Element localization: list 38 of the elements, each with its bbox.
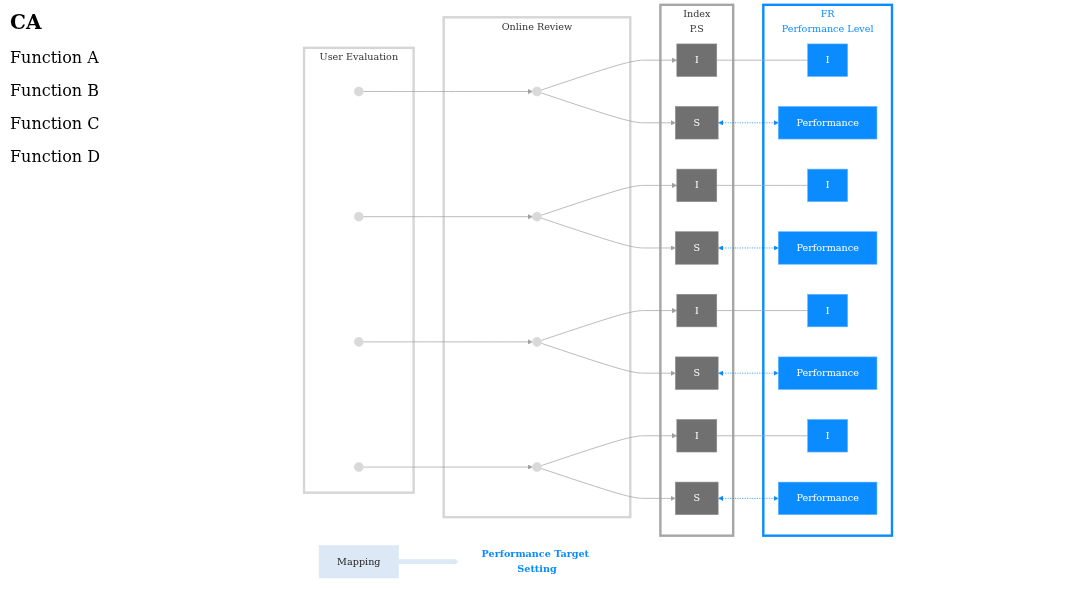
node-circle [532,211,542,222]
connector [716,185,809,186]
cluster: User Evaluation [302,46,415,494]
node-box: S [675,106,719,140]
node-box: I [807,294,848,328]
node-box: S [675,231,719,265]
node-circle [354,211,364,222]
connector [716,59,809,61]
node-circle [354,462,364,472]
cluster: Online Review [442,16,632,519]
node-circle [532,86,542,97]
node-box: I [676,168,718,202]
node-box: Performance [778,231,878,265]
node-box: Performance [778,356,878,390]
node-circle [532,337,542,347]
node-box: I [676,43,718,77]
row-label: Function B [10,81,100,100]
connector [716,435,809,437]
row-label: Function C [10,114,101,133]
node-box: S [675,356,719,390]
node-box: Performance [778,106,878,140]
node-text: Performance Target Setting [481,548,590,575]
node-box: I [676,294,718,328]
node-box: I [807,43,848,77]
row-label: Function D [10,147,102,166]
node-box: Mapping [318,545,399,579]
node-box: I [807,168,848,202]
node-box: I [807,419,848,453]
node-box: S [675,481,719,515]
node-box: I [676,419,718,453]
node-box: Performance [778,481,878,515]
node-circle [354,86,364,97]
group-label: CA [10,10,43,34]
node-circle [354,337,364,347]
row-label: Function A [10,48,100,67]
arrow [398,559,459,565]
node-circle [532,462,542,472]
connector [716,310,809,311]
